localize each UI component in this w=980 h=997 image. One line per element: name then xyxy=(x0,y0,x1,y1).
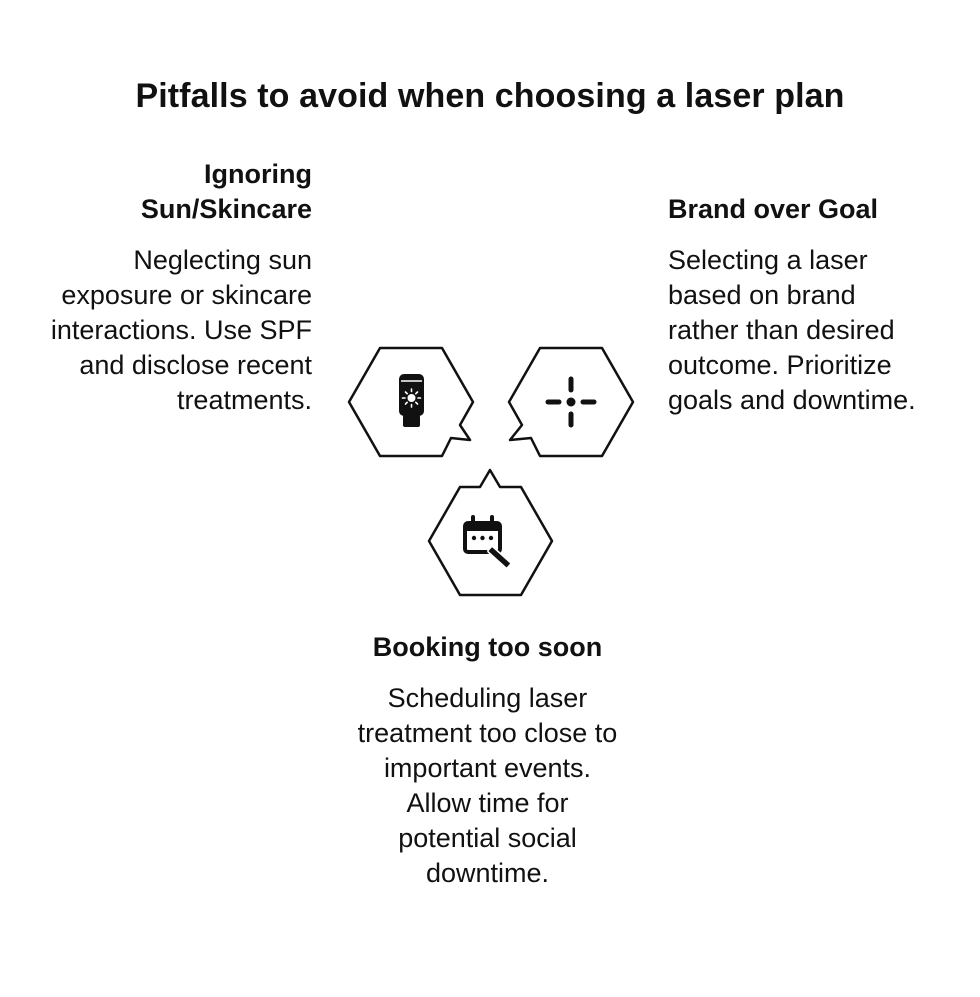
pitfall-heading: Ignoring Sun/Skincare xyxy=(140,159,312,224)
hexagon-brand-over-goal xyxy=(507,346,635,458)
pitfall-description: Selecting a laser based on brand rather … xyxy=(668,245,916,415)
pitfall-heading: Booking too soon xyxy=(372,632,603,662)
pitfall-ignoring-sun-skincare: Ignoring Sun/Skincare Neglecting sun exp… xyxy=(40,157,312,418)
pitfall-heading: Brand over Goal xyxy=(668,194,879,224)
pitfall-booking-too-soon: Booking too soon Scheduling laser treatm… xyxy=(355,630,620,891)
page-title: Pitfalls to avoid when choosing a laser … xyxy=(135,77,845,115)
calendar-edit-icon xyxy=(463,515,512,569)
pitfall-brand-over-goal: Brand over Goal Selecting a laser based … xyxy=(668,192,928,418)
pitfall-description: Scheduling laser treatment too close to … xyxy=(357,683,618,888)
sunscreen-tube-icon xyxy=(399,374,424,427)
crosshair-target-icon xyxy=(545,376,597,428)
hexagon-ignoring-sun-skincare xyxy=(347,346,475,458)
pitfall-description: Neglecting sun exposure or skincare inte… xyxy=(50,245,312,415)
hexagon-booking-too-soon xyxy=(427,468,554,597)
